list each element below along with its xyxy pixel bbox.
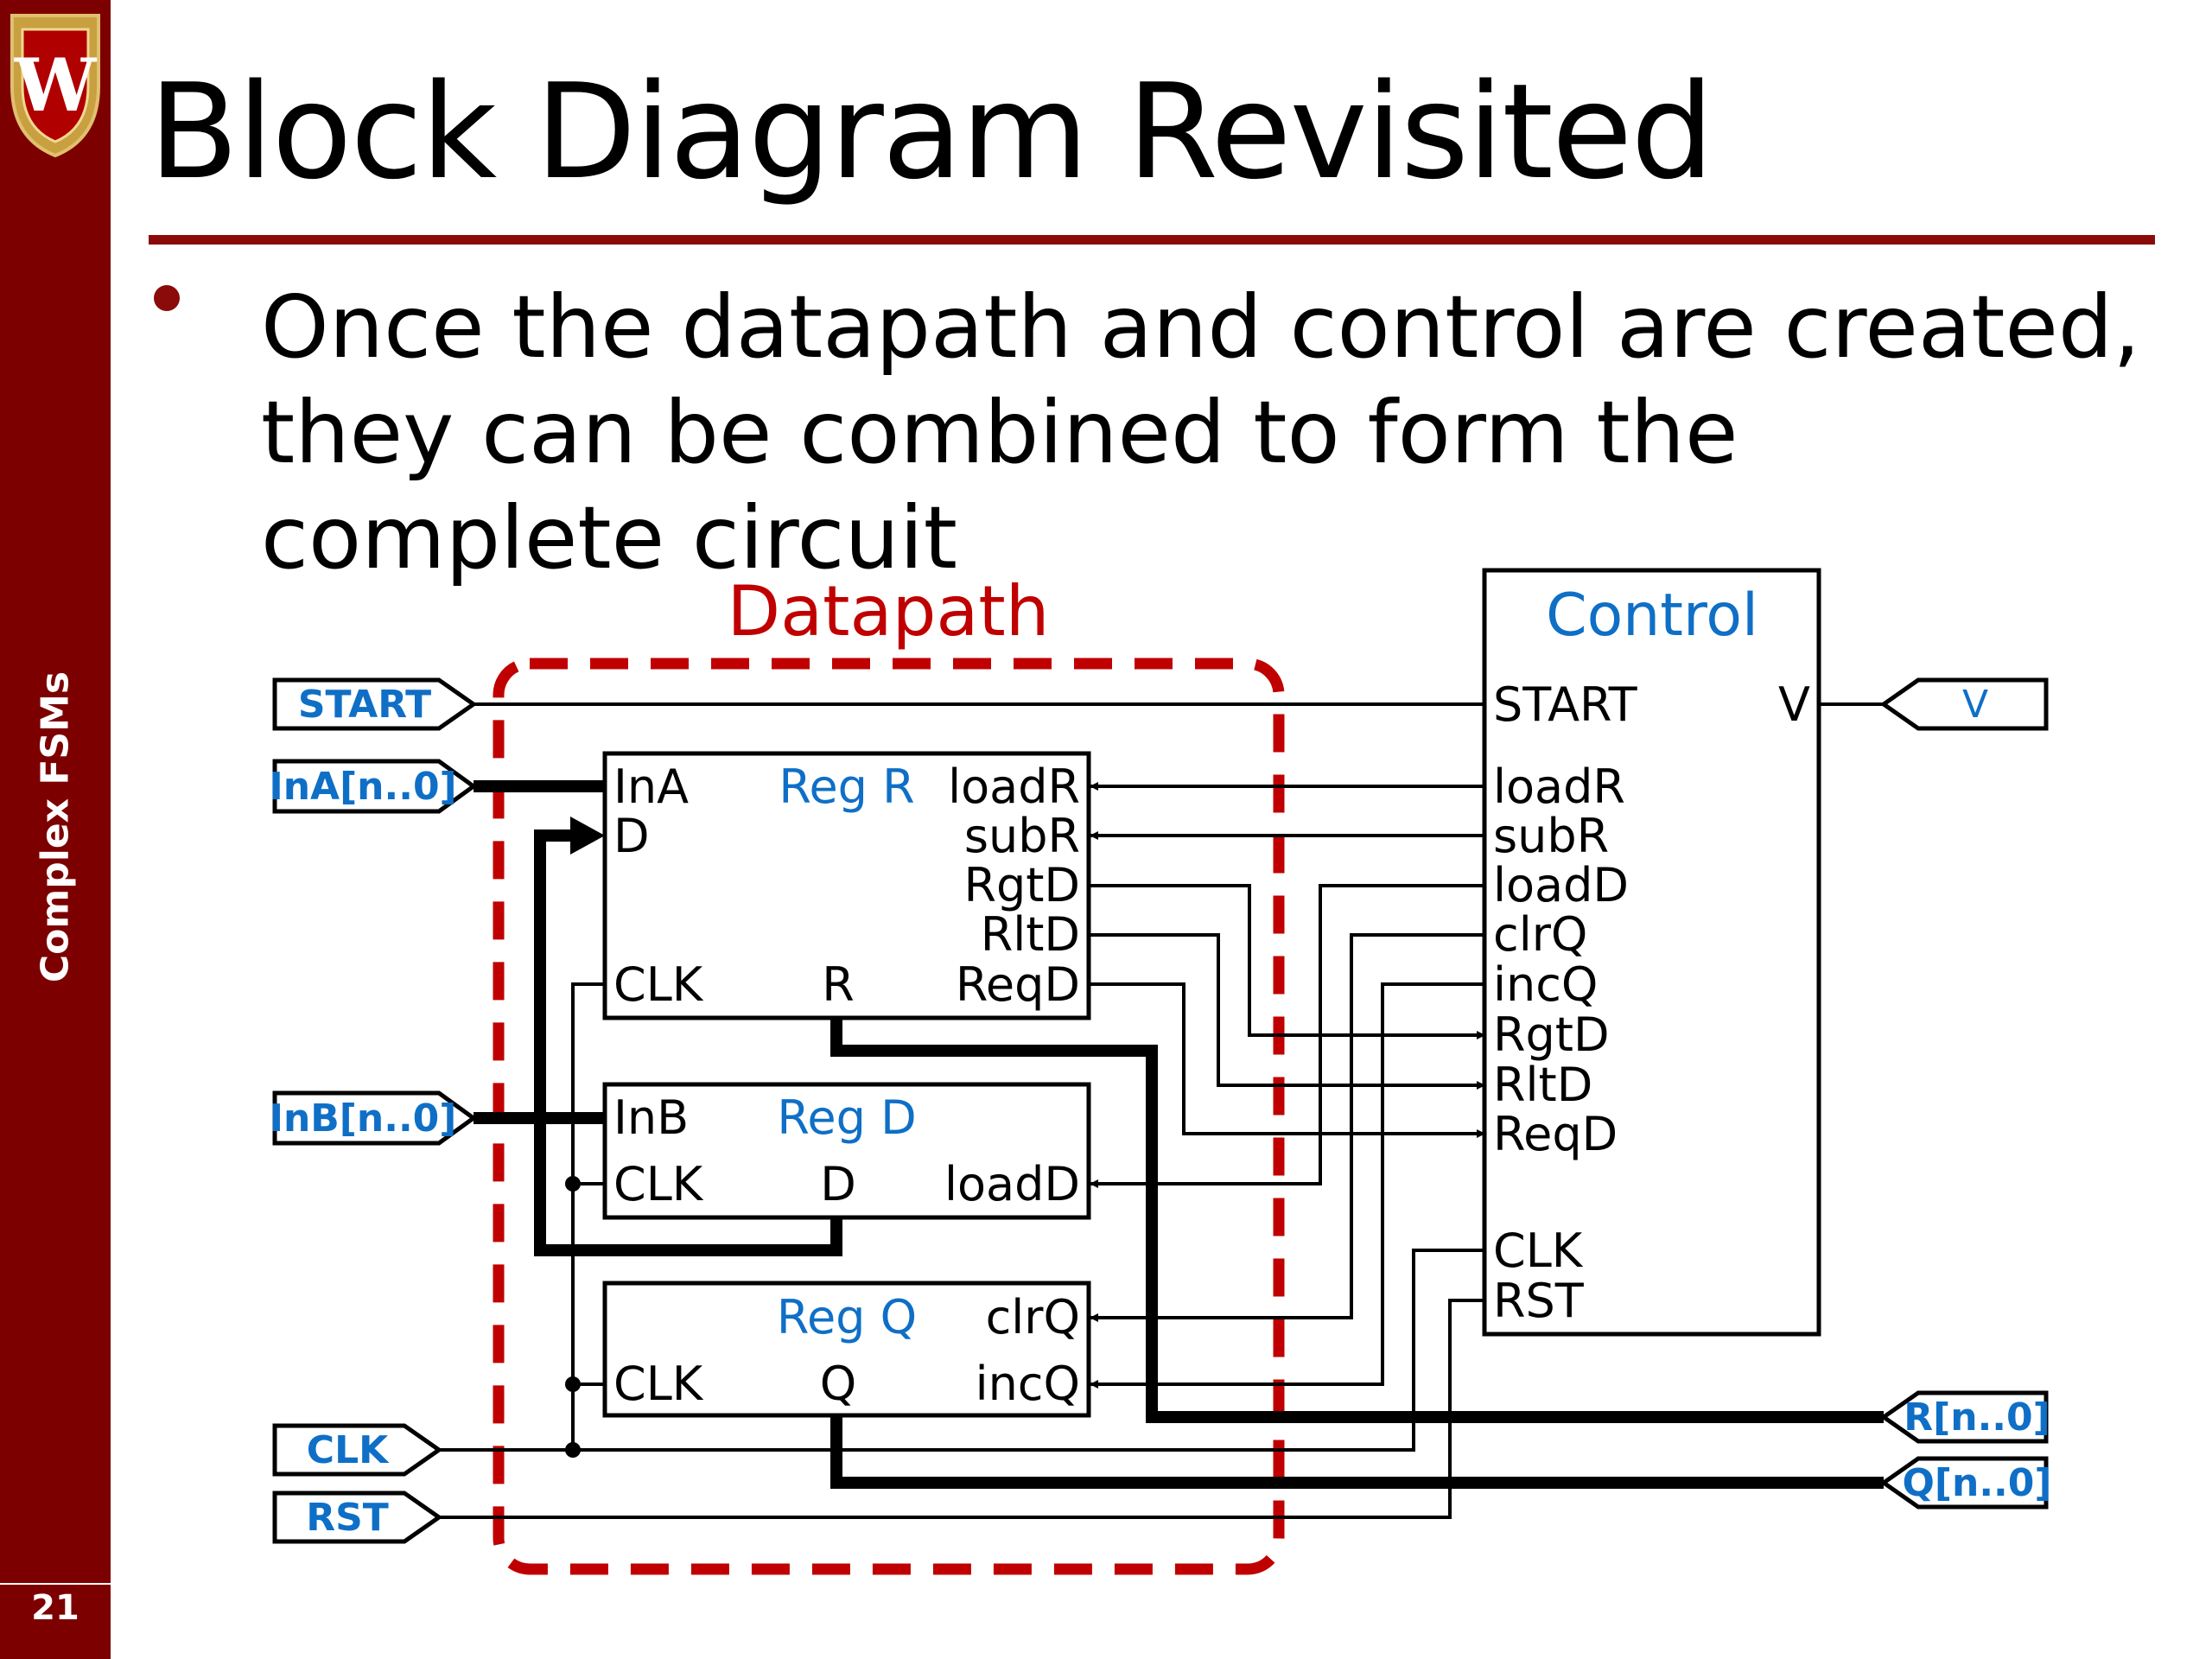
svg-text:D: D bbox=[820, 1157, 856, 1211]
university-crest-icon: W bbox=[10, 14, 100, 158]
pin-clk: CLK bbox=[272, 1423, 443, 1477]
svg-text:R[n..0]: R[n..0] bbox=[1904, 1395, 2050, 1440]
svg-text:InB[n..0]: InB[n..0] bbox=[270, 1096, 457, 1141]
bullet-marker bbox=[154, 285, 180, 311]
svg-text:InA[n..0]: InA[n..0] bbox=[269, 765, 456, 809]
r-bus bbox=[830, 1018, 1884, 1423]
clk-distribution-wire bbox=[571, 982, 605, 1450]
svg-text:R: R bbox=[822, 957, 855, 1012]
svg-text:W: W bbox=[14, 42, 98, 128]
svg-text:clrQ: clrQ bbox=[986, 1290, 1080, 1344]
slide-number: 21 bbox=[31, 1588, 79, 1628]
pin-r-out: R[n..0] bbox=[1879, 1390, 2050, 1444]
svg-text:loadD: loadD bbox=[944, 1157, 1080, 1211]
svg-text:Reg D: Reg D bbox=[777, 1090, 916, 1145]
d-bus-arrowhead bbox=[570, 817, 605, 855]
clk-wire bbox=[439, 1249, 1484, 1452]
svg-text:Reg R: Reg R bbox=[779, 760, 914, 814]
svg-text:Q[n..0]: Q[n..0] bbox=[1903, 1461, 2052, 1505]
svg-text:loadD: loadD bbox=[1493, 858, 1629, 912]
d-feedback-bus bbox=[534, 830, 842, 1256]
incQ-wire bbox=[1090, 982, 1484, 1389]
svg-text:V: V bbox=[1778, 677, 1810, 732]
q-bus bbox=[830, 1415, 1884, 1489]
svg-text:RST: RST bbox=[1493, 1274, 1585, 1328]
datapath-label: Datapath bbox=[728, 571, 1050, 652]
svg-text:ReqD: ReqD bbox=[956, 957, 1080, 1012]
control-title: Control bbox=[1546, 582, 1758, 650]
reg-r-block bbox=[602, 751, 1091, 1020]
svg-text:CLK: CLK bbox=[613, 1357, 704, 1411]
pin-q-out: Q[n..0] bbox=[1879, 1456, 2052, 1510]
svg-text:START: START bbox=[298, 683, 431, 727]
pin-rst: RST bbox=[272, 1491, 443, 1544]
slide-number-box bbox=[0, 1583, 111, 1659]
svg-text:loadR: loadR bbox=[1493, 760, 1625, 814]
svg-text:Reg Q: Reg Q bbox=[777, 1290, 917, 1344]
reg-d-labels: Reg D InB CLK loadD D bbox=[613, 1090, 1080, 1211]
pin-start: START bbox=[272, 677, 478, 731]
rst-wire bbox=[439, 1299, 1484, 1519]
svg-text:subR: subR bbox=[964, 809, 1080, 863]
svg-text:CLK: CLK bbox=[613, 1157, 704, 1211]
svg-text:CLK: CLK bbox=[1493, 1224, 1584, 1278]
reg-q-labels: Reg Q CLK clrQ incQ Q bbox=[613, 1290, 1080, 1411]
RltD-wire bbox=[1089, 933, 1485, 1090]
svg-text:RST: RST bbox=[306, 1496, 389, 1540]
svg-text:D: D bbox=[613, 809, 650, 863]
svg-text:ReqD: ReqD bbox=[1493, 1107, 1618, 1161]
svg-text:incQ: incQ bbox=[976, 1357, 1080, 1411]
svg-text:CLK: CLK bbox=[613, 957, 704, 1012]
reg-r-labels: Reg R InA D CLK loadR subR RgtD RltD Req… bbox=[613, 760, 1080, 1012]
clrQ-wire bbox=[1090, 933, 1484, 1322]
slide-title: Block Diagram Revisited bbox=[149, 55, 1714, 208]
bullet-text: Once the datapath and control are create… bbox=[261, 276, 2141, 588]
pin-inB: InB[n..0] bbox=[270, 1090, 478, 1146]
svg-text:START: START bbox=[1493, 677, 1638, 732]
svg-text:loadR: loadR bbox=[948, 760, 1080, 814]
svg-text:RgtD: RgtD bbox=[963, 858, 1080, 912]
title-underline bbox=[149, 235, 2155, 245]
ReqD-wire bbox=[1089, 982, 1485, 1138]
svg-text:V: V bbox=[1962, 683, 1988, 727]
control-pin-labels: START loadR subR loadD clrQ incQ RgtD Rl… bbox=[1493, 677, 1810, 1328]
reg-d-block bbox=[602, 1082, 1091, 1220]
svg-text:Q: Q bbox=[820, 1357, 857, 1411]
svg-text:incQ: incQ bbox=[1493, 957, 1598, 1012]
svg-text:clrQ: clrQ bbox=[1493, 907, 1587, 962]
RgtD-wire bbox=[1089, 884, 1485, 1039]
pin-v: V bbox=[1879, 677, 2049, 731]
svg-text:RltD: RltD bbox=[981, 907, 1080, 962]
svg-text:RltD: RltD bbox=[1493, 1058, 1592, 1112]
svg-text:InA: InA bbox=[613, 760, 689, 814]
reg-q-block bbox=[602, 1281, 1091, 1418]
svg-text:CLK: CLK bbox=[307, 1428, 390, 1472]
sidebar: W Complex FSMs 21 bbox=[0, 0, 111, 1659]
svg-text:RgtD: RgtD bbox=[1493, 1007, 1610, 1062]
pin-inA: InA[n..0] bbox=[269, 759, 478, 814]
svg-text:InB: InB bbox=[613, 1090, 689, 1145]
control-block bbox=[1482, 568, 1821, 1337]
svg-text:subR: subR bbox=[1493, 809, 1609, 863]
